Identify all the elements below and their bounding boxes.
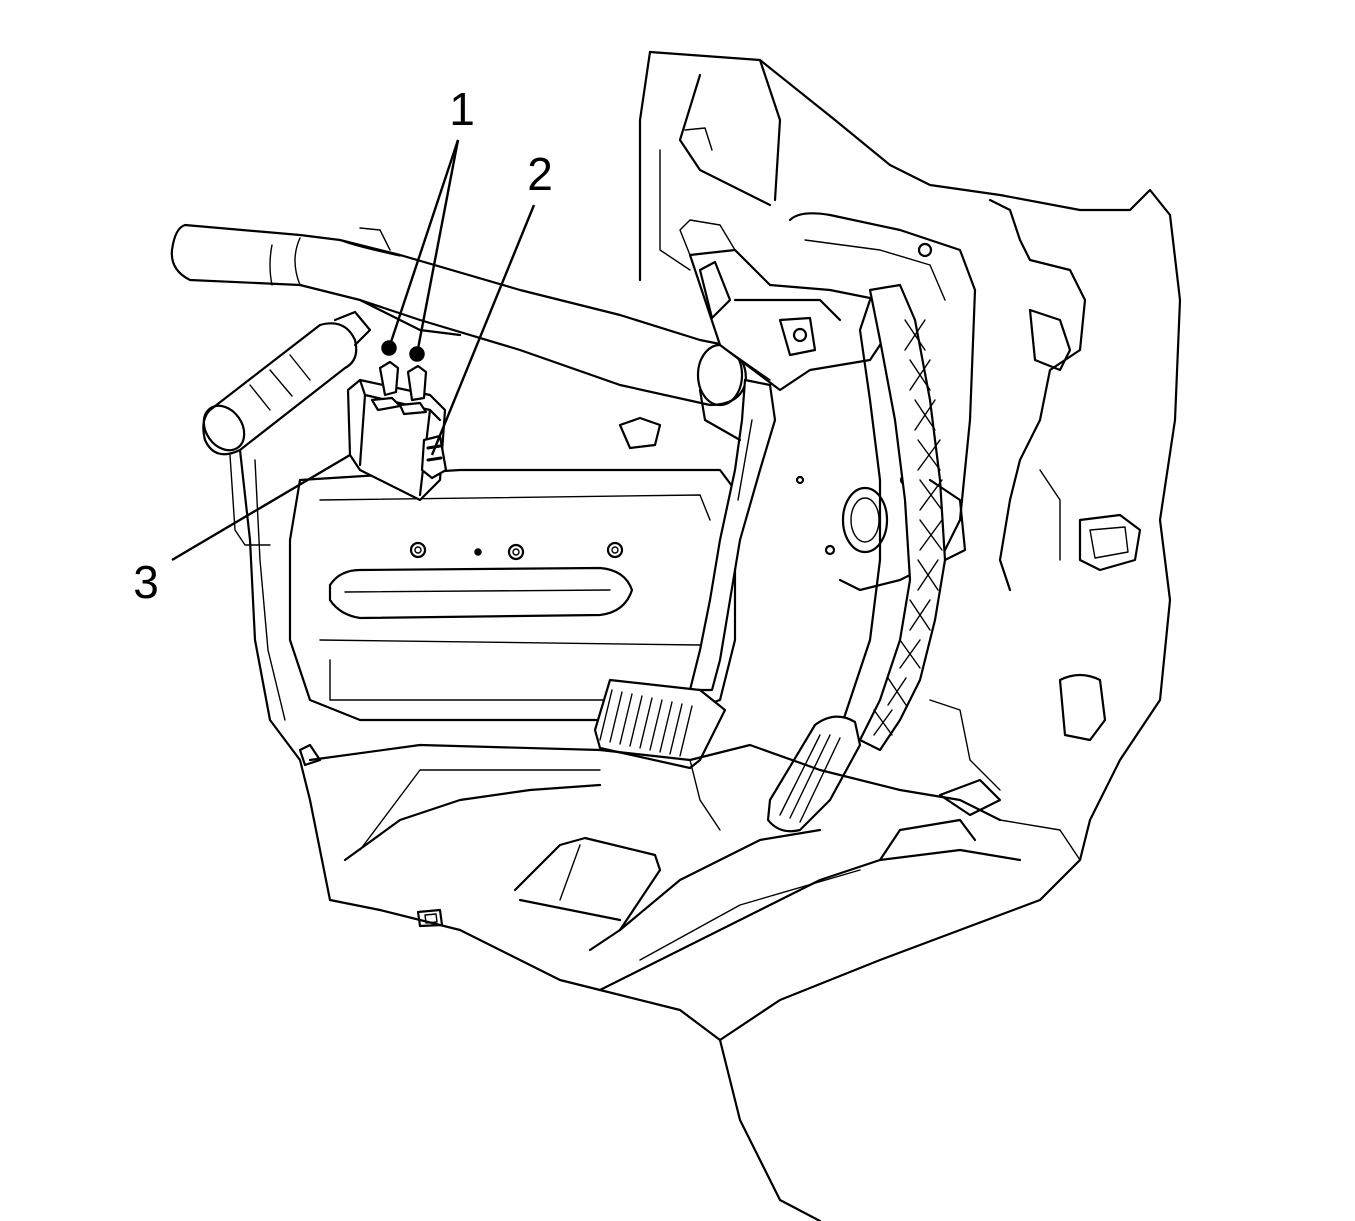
leader-line-1b: [415, 139, 460, 355]
leader-line-3: [171, 453, 351, 562]
leader-line-1a: [387, 139, 460, 349]
switch-module: [346, 340, 448, 502]
callout-labels: 1 2 3: [133, 83, 553, 608]
switch-plunger-rod: [202, 310, 372, 546]
firewall-panel: [288, 468, 737, 722]
brake-pedal: [593, 378, 777, 770]
callout-1: 1: [449, 83, 475, 135]
dash-panel-right: [788, 198, 1142, 742]
leader-line-2: [430, 204, 536, 456]
callout-3: 3: [133, 556, 159, 608]
leader-lines: [171, 139, 536, 562]
callout-2: 2: [527, 148, 553, 200]
accelerator-pedal: [766, 283, 967, 833]
vehicle-body-outline: [238, 50, 1182, 1221]
floor-pan: [298, 699, 1081, 992]
brake-pad-ribs: [599, 689, 693, 757]
